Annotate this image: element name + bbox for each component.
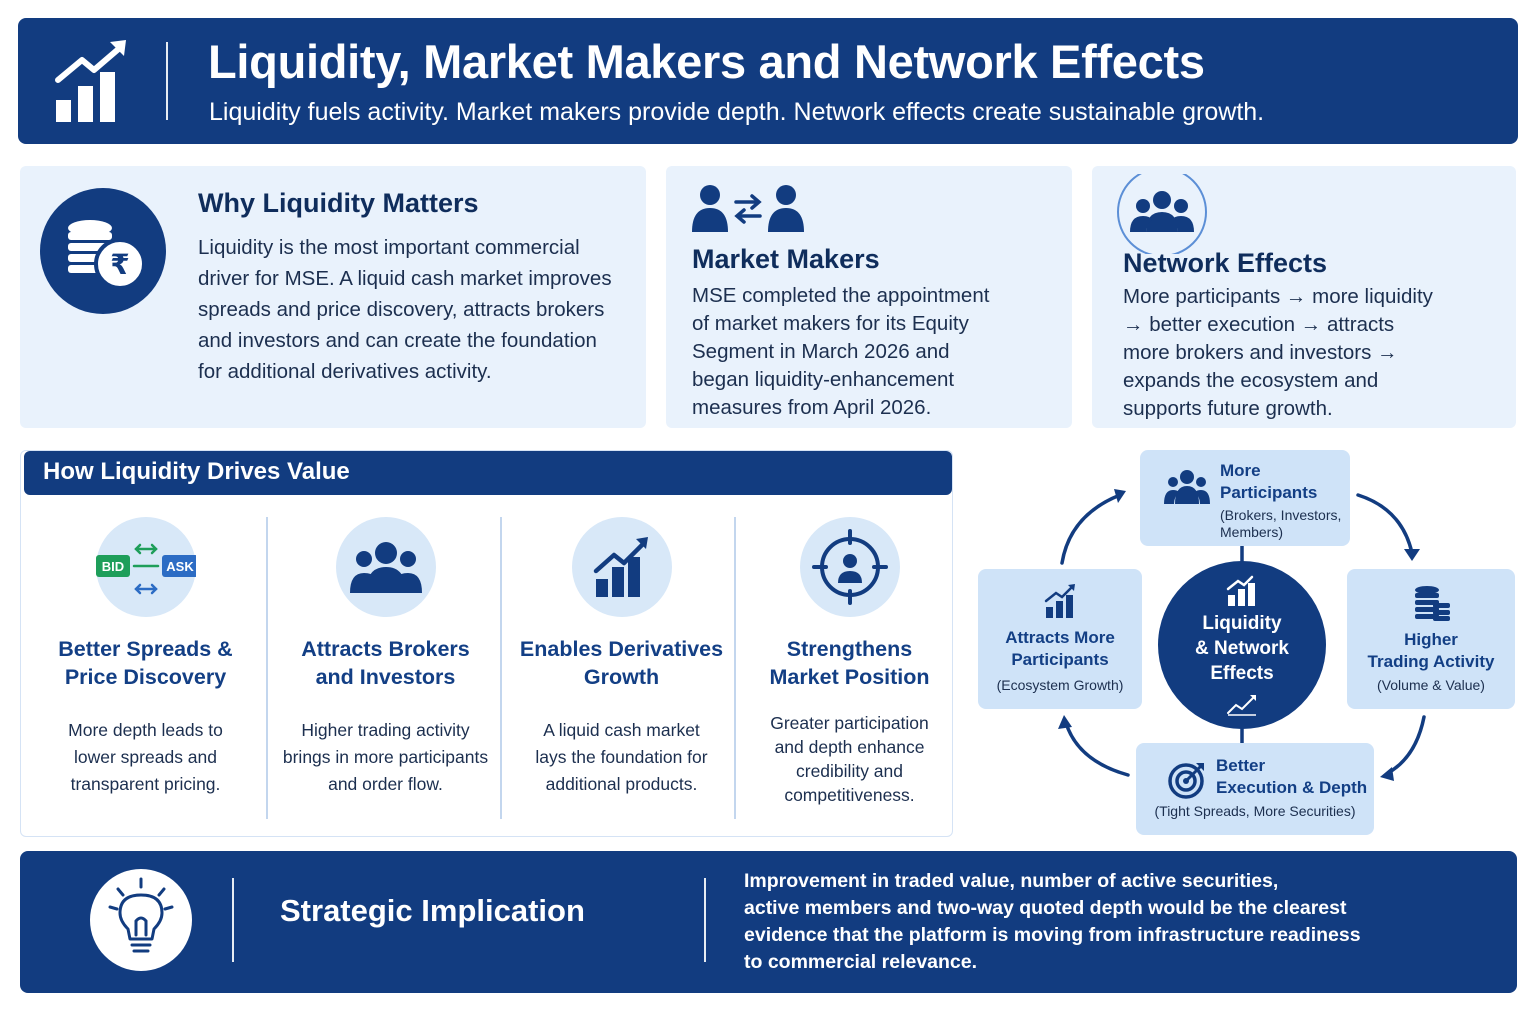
drives-item-desc: A liquid cash market lays the foundation… xyxy=(535,720,708,794)
column-divider xyxy=(500,517,502,819)
cycle-center-label: Liquidity & Network Effects xyxy=(1195,613,1289,684)
drives-item-spreads: BID ASK Better Spreads &Price Discovery … xyxy=(29,511,262,831)
market-makers-title: Market Makers xyxy=(692,244,880,274)
why-liquidity-text: Liquidity is the most important commerci… xyxy=(198,236,612,383)
group-icon xyxy=(1117,174,1207,254)
strategy-divider xyxy=(232,878,234,962)
why-liquidity-title: Why Liquidity Matters xyxy=(198,188,479,218)
growth-chart-icon xyxy=(1226,575,1255,606)
bid-ask-icon: BID ASK xyxy=(95,517,198,617)
cycle-arrows xyxy=(1058,489,1426,781)
drives-item-desc: More depth leads to lower spreads and tr… xyxy=(68,720,223,794)
lightbulb-icon xyxy=(90,869,192,971)
network-effects-text: More participants → more liquidity → bet… xyxy=(1123,285,1433,420)
drives-item-title: Better Spreads &Price Discovery xyxy=(58,637,233,689)
rupee-symbol: ₹ xyxy=(110,248,129,281)
strategy-text: Improvement in traded value, number of a… xyxy=(744,870,1361,973)
drives-item-desc: Higher trading activity brings in more p… xyxy=(282,720,489,794)
header-divider xyxy=(166,42,168,120)
trend-line-icon xyxy=(1227,695,1256,716)
target-person-icon xyxy=(799,517,900,617)
network-effects-title: Network Effects xyxy=(1123,248,1328,278)
why-liquidity-card: ₹ Why Liquidity Matters Liquidity is the… xyxy=(20,166,646,428)
market-makers-card: Market Makers MSE completed the appointm… xyxy=(666,166,1072,428)
market-makers-text: MSE completed the appointment of market … xyxy=(692,284,990,419)
liquidity-drives-value-panel: How Liquidity Drives Value BID ASK xyxy=(20,450,953,837)
column-divider xyxy=(266,517,268,819)
drives-heading-bar: How Liquidity Drives Value xyxy=(24,451,952,495)
strategic-implication-banner: Strategic Implication Improvement in tra… xyxy=(20,851,1517,993)
page-subtitle: Liquidity fuels activity. Market makers … xyxy=(209,98,1265,126)
growth-chart-icon xyxy=(1044,584,1075,618)
drives-heading: How Liquidity Drives Value xyxy=(43,458,350,485)
group-icon xyxy=(1164,470,1210,504)
group-icon xyxy=(335,517,436,617)
strategy-title: Strategic Implication xyxy=(280,893,585,928)
growth-chart-icon xyxy=(55,40,126,122)
cycle-center: Liquidity & Network Effects xyxy=(1158,561,1326,729)
page-title: Liquidity, Market Makers and Network Eff… xyxy=(208,35,1205,88)
drives-item-desc: Greater participation and depth enhance … xyxy=(770,713,929,805)
people-exchange-icon xyxy=(692,185,804,232)
header-banner: Liquidity, Market Makers and Network Eff… xyxy=(18,18,1518,144)
svg-text:BID: BID xyxy=(101,559,123,574)
svg-text:ASK: ASK xyxy=(166,559,194,574)
network-effects-card: Network Effects More participants → more… xyxy=(1092,166,1516,428)
growth-chart-icon xyxy=(571,517,672,617)
rupee-coins-icon: ₹ xyxy=(40,188,166,314)
coins-stack-icon xyxy=(1415,586,1450,621)
target-icon xyxy=(1168,763,1204,799)
strategy-divider xyxy=(704,878,706,962)
column-divider xyxy=(734,517,736,819)
